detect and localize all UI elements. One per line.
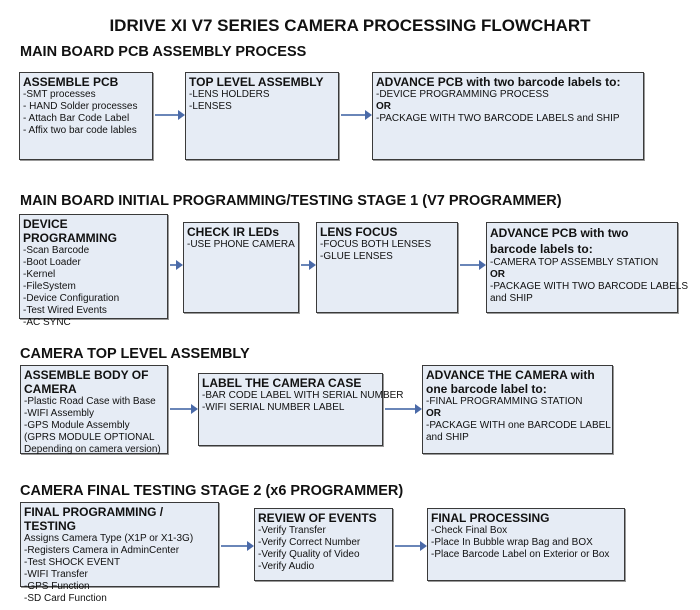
- box-line: -LENS HOLDERS: [189, 89, 270, 100]
- flow-arrow: [155, 110, 185, 120]
- process-box: LABEL THE CAMERA CASE -BAR CODE LABEL WI…: [198, 373, 404, 446]
- process-box: ADVANCE PCB with two barcode labels to: …: [372, 72, 644, 160]
- box-line: -Kernel: [23, 269, 56, 280]
- box-title: ADVANCE PCB with two barcode labels to:: [490, 226, 629, 256]
- box-line: -SD Card Function: [24, 593, 107, 604]
- box-line: -PACKAGE WITH TWO BARCODE LABELS: [490, 281, 688, 292]
- box-line: -LENSES: [189, 101, 232, 112]
- box-line: -PACKAGE WITH TWO BARCODE LABELS and SHI…: [376, 113, 620, 124]
- box-line: OR: [376, 101, 391, 112]
- box-line: -Place In Bubble wrap Bag and BOX: [431, 537, 593, 548]
- process-box: ASSEMBLE PCB -SMT processes - HAND Solde…: [19, 72, 153, 160]
- flow-arrow: [341, 110, 372, 120]
- box-line: -FileSystem: [23, 281, 76, 292]
- box-line: -WIFI Transfer: [24, 569, 88, 580]
- box-line: -GLUE LENSES: [320, 251, 393, 262]
- box-line: -Registers Camera in AdminCenter: [24, 545, 180, 556]
- box-title: DEVICE PROGRAMMING: [23, 217, 117, 245]
- box-line: -Check Final Box: [431, 525, 508, 536]
- box-line: - Affix two bar code lables: [23, 125, 137, 136]
- box-line: -GPS Module Assembly: [24, 420, 130, 431]
- box-title: ADVANCE THE CAMERA with one barcode labe…: [426, 368, 595, 396]
- box-line: -Verify Audio: [258, 561, 315, 572]
- box-line: -Plastic Road Case with Base: [24, 396, 156, 407]
- box-line: - Attach Bar Code Label: [23, 113, 130, 124]
- box-line: OR: [426, 408, 441, 419]
- flow-arrow: [395, 541, 427, 551]
- box-line: - HAND Solder processes: [23, 101, 138, 112]
- process-box: ASSEMBLE BODY OF CAMERA -Plastic Road Ca…: [20, 365, 168, 455]
- box-line: and SHIP: [426, 432, 469, 443]
- process-box: CHECK IR LEDs -USE PHONE CAMERA: [183, 222, 299, 313]
- box-title: CHECK IR LEDs: [187, 225, 280, 239]
- flow-arrow: [460, 260, 486, 270]
- box-line: Assigns Camera Type (X1P or X1-3G): [24, 533, 194, 544]
- flow-arrow: [170, 260, 183, 270]
- flow-arrow: [170, 404, 198, 414]
- box-title: ASSEMBLE PCB: [23, 75, 119, 89]
- section-heading: MAIN BOARD INITIAL PROGRAMMING/TESTING S…: [20, 193, 562, 209]
- box-line: -SMT processes: [23, 89, 96, 100]
- flow-arrow: [301, 260, 316, 270]
- flow-arrow: [221, 541, 254, 551]
- box-line: -Device Configuration: [23, 293, 120, 304]
- box-line: -GPS Function: [24, 581, 90, 592]
- box-line: -USE PHONE CAMERA: [187, 239, 295, 250]
- box-line: -Verify Quality of Video: [258, 549, 360, 560]
- box-line: Depending on camera version): [24, 444, 161, 455]
- box-line: -Verify Correct Number: [258, 537, 361, 548]
- box-line: -CAMERA TOP ASSEMBLY STATION: [490, 257, 659, 268]
- box-line: -Verify Transfer: [258, 525, 326, 536]
- box-line: -AC SYNC: [23, 317, 71, 328]
- section-heading: CAMERA TOP LEVEL ASSEMBLY: [20, 346, 250, 362]
- box-line: -Scan Barcode: [23, 245, 90, 256]
- box-title: ADVANCE PCB with two barcode labels to:: [376, 75, 621, 89]
- box-title: REVIEW OF EVENTS: [258, 511, 377, 525]
- process-box: FINAL PROCESSING -Check Final Box -Place…: [427, 508, 625, 581]
- box-title: TOP LEVEL ASSEMBLY: [189, 75, 324, 89]
- box-line: -BAR CODE LABEL WITH SERIAL NUMBER: [202, 390, 404, 401]
- box-line: -Place Barcode Label on Exterior or Box: [431, 549, 610, 560]
- box-line: -WIFI SERIAL NUMBER LABEL: [202, 402, 345, 413]
- process-box: REVIEW OF EVENTS -Verify Transfer -Verif…: [254, 508, 393, 581]
- box-line: -Test SHOCK EVENT: [24, 557, 121, 568]
- box-title: LABEL THE CAMERA CASE: [202, 376, 362, 390]
- box-line: -Test Wired Events: [23, 305, 107, 316]
- box-title: FINAL PROGRAMMING / TESTING: [24, 505, 164, 533]
- box-line: -FOCUS BOTH LENSES: [320, 239, 432, 250]
- box-line: -DEVICE PROGRAMMING PROCESS: [376, 89, 549, 100]
- box-title: ASSEMBLE BODY OF CAMERA: [24, 368, 149, 396]
- flow-arrow: [385, 404, 422, 414]
- box-line: -PACKAGE WITH one BARCODE LABEL: [426, 420, 611, 431]
- process-box: FINAL PROGRAMMING / TESTING Assigns Came…: [20, 502, 219, 604]
- flowchart-title: IDRIVE XI V7 SERIES CAMERA PROCESSING FL…: [109, 16, 591, 35]
- box-title: LENS FOCUS: [320, 225, 398, 239]
- box-line: (GPRS MODULE OPTIONAL: [24, 432, 155, 443]
- process-box: ADVANCE PCB with two barcode labels to: …: [486, 222, 688, 313]
- box-line: -WIFI Assembly: [24, 408, 95, 419]
- box-line: OR: [490, 269, 505, 280]
- process-box: ADVANCE THE CAMERA with one barcode labe…: [422, 365, 613, 454]
- box-line: and SHIP: [490, 293, 533, 304]
- box-title: FINAL PROCESSING: [431, 511, 550, 525]
- process-box: LENS FOCUS -FOCUS BOTH LENSES -GLUE LENS…: [316, 222, 458, 313]
- process-box: DEVICE PROGRAMMING -Scan Barcode -Boot L…: [19, 214, 168, 328]
- section-heading: CAMERA FINAL TESTING STAGE 2 (x6 PROGRAM…: [20, 483, 404, 499]
- process-box: TOP LEVEL ASSEMBLY -LENS HOLDERS -LENSES: [185, 72, 339, 160]
- box-line: -FINAL PROGRAMMING STATION: [426, 396, 583, 407]
- section-heading: MAIN BOARD PCB ASSEMBLY PROCESS: [20, 44, 307, 60]
- box-line: -Boot Loader: [23, 257, 81, 268]
